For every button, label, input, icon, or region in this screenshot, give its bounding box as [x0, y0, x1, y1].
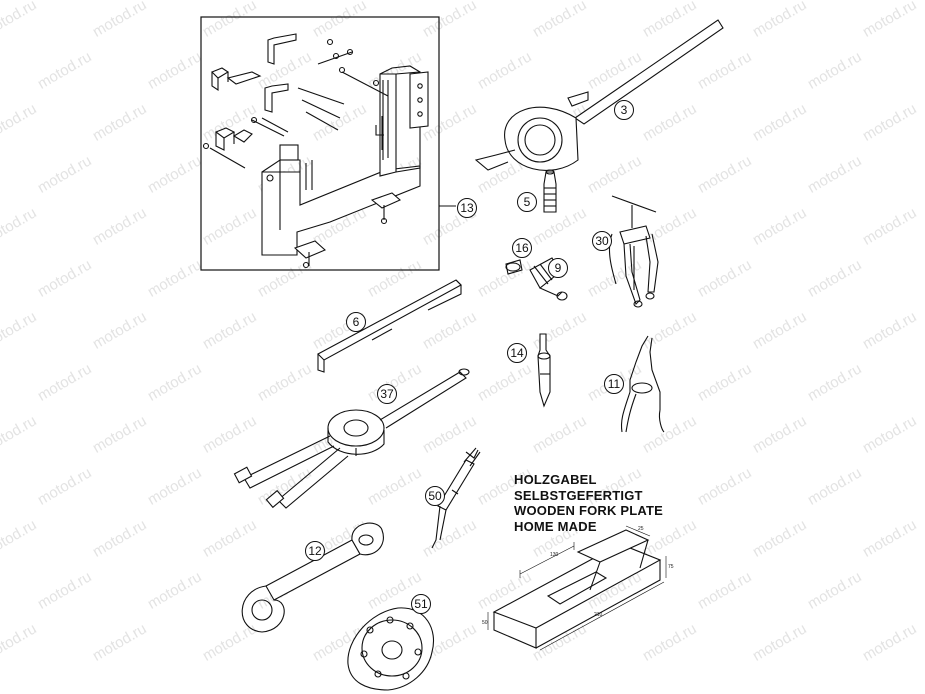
rotor-holder-drawing — [347, 607, 434, 691]
note-line-2: SELBSTGEFERTIGT — [514, 487, 643, 503]
callout-50: 50 — [425, 486, 445, 506]
callout-37: 37 — [377, 384, 397, 404]
dimension-label: 130 — [550, 552, 559, 558]
dimension-label: 75 — [668, 564, 674, 570]
callout-13: 13 — [457, 198, 477, 218]
dimension-label: 50 — [482, 620, 488, 626]
callout-51: 51 — [411, 594, 431, 614]
wooden-fork-plate-note: HOLZGABEL SELBSTGEFERTIGT WOODEN FORK PL… — [514, 472, 663, 534]
dimension-label: 210 — [594, 612, 603, 618]
note-line-4: HOME MADE — [514, 518, 597, 534]
clutch-puller-drawing — [233, 368, 470, 509]
part-5-drawing — [543, 169, 557, 213]
callout-11: 11 — [604, 374, 624, 394]
note-line-3: WOODEN FORK PLATE — [514, 503, 664, 518]
holding-wrench-drawing — [474, 19, 724, 171]
dimension-label: 25 — [638, 526, 644, 532]
callout-5: 5 — [517, 192, 537, 212]
circlip-pliers-drawing — [620, 335, 665, 433]
engine-stand-drawing — [202, 33, 429, 269]
puller-drawing — [608, 195, 659, 308]
engine-stand-frame-box — [200, 16, 440, 271]
callout-30: 30 — [592, 231, 612, 251]
punch-drawing — [537, 333, 551, 408]
callout-14: 14 — [507, 343, 527, 363]
pin-wrench-drawing — [241, 522, 384, 633]
callout-12: 12 — [305, 541, 325, 561]
syringe-drawing — [431, 447, 481, 549]
callout-9: 9 — [548, 258, 568, 278]
callout-16: 16 — [512, 238, 532, 258]
callout-3: 3 — [614, 100, 634, 120]
note-line-1: HOLZGABEL — [514, 472, 597, 487]
callout-6: 6 — [346, 312, 366, 332]
wooden-fork-plate-drawing — [487, 525, 667, 651]
flat-bar-drawing — [317, 279, 462, 373]
